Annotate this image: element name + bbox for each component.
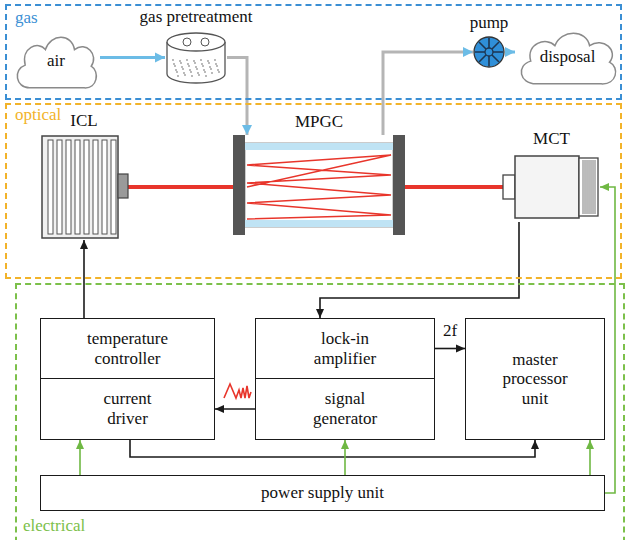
- icl-laser-housing: [40, 134, 128, 240]
- connector: [100, 56, 165, 59]
- region-label: optical: [13, 105, 63, 125]
- cloud-label: air: [47, 51, 65, 71]
- region-band: opticalICLMPGCMCT: [5, 103, 622, 279]
- box-label: current driver: [88, 389, 168, 428]
- gas-cell: [233, 135, 405, 235]
- device-node: ICL: [40, 134, 128, 240]
- box-label: lock-in amplifier: [299, 329, 391, 368]
- process-box: master processor unit: [465, 318, 605, 440]
- box-label: master processor unit: [490, 350, 580, 409]
- connector: [130, 440, 535, 457]
- connector: [505, 51, 515, 54]
- process-box: power supply unit: [40, 475, 605, 511]
- connector: [79, 440, 81, 475]
- cloud-node: air: [12, 30, 100, 92]
- connector: [344, 440, 346, 475]
- mct-detector: [503, 152, 600, 222]
- connector: [128, 185, 233, 189]
- device-label: ICL: [70, 111, 97, 131]
- connector: [383, 52, 473, 135]
- connector: [589, 440, 591, 475]
- cloud-node: disposal: [515, 26, 620, 88]
- process-box: lock-in amplifier: [255, 318, 435, 379]
- device-label: MPGC: [295, 112, 343, 132]
- cloud-text-holder: disposal: [515, 26, 620, 88]
- connector: [320, 222, 519, 318]
- device-node: MPGC: [233, 135, 405, 235]
- process-box: temperature controller: [40, 318, 215, 379]
- region-band: gas air gas pretreatment pump disposal: [5, 4, 622, 100]
- cloud-label: disposal: [540, 47, 596, 67]
- connector: [83, 240, 85, 318]
- connector: [215, 408, 255, 410]
- process-box: signal generator: [255, 378, 435, 440]
- device-node: pump: [473, 36, 505, 68]
- box-label: signal generator: [299, 389, 391, 428]
- pump-symbol: [473, 36, 505, 68]
- pretreatment-cylinder: [165, 30, 227, 85]
- process-box: current driver: [40, 378, 215, 440]
- device-label: MCT: [533, 129, 570, 149]
- region-label: gas: [13, 8, 40, 28]
- signal-label: 2f: [442, 322, 458, 341]
- box-label: temperature controller: [72, 329, 184, 368]
- region-band: electrical temperature controller current …: [15, 283, 625, 540]
- device-label: pump: [470, 13, 509, 33]
- connector: [405, 185, 503, 189]
- box-label: power supply unit: [261, 483, 384, 503]
- region-label: electrical: [21, 516, 87, 536]
- device-node: gas pretreatment: [165, 30, 227, 85]
- modulation-waveform: [224, 384, 251, 398]
- connector: [227, 58, 247, 136]
- cloud-text-holder: air: [12, 30, 100, 92]
- device-node: MCT: [503, 152, 600, 222]
- device-label: gas pretreatment: [140, 7, 253, 27]
- connector: [435, 348, 465, 350]
